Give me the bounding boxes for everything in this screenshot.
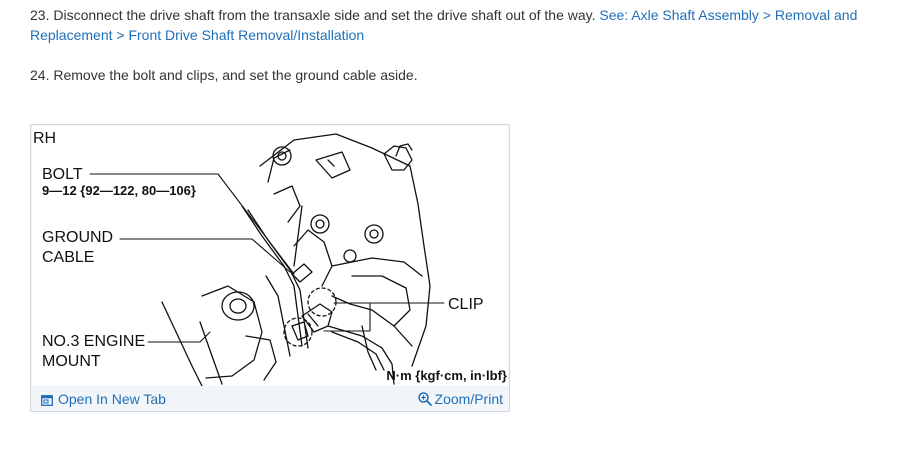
zoom-in-icon [417,392,432,406]
bolt-torque-spec: 9—12 {92—122, 80—106} [42,183,196,198]
open-in-new-tab-label: Open In New Tab [58,391,166,407]
zoom-print-button[interactable]: Zoom/Print [417,391,503,407]
clip-label: CLIP [448,296,484,313]
step-24-text: 24. Remove the bolt and clips, and set t… [30,67,418,83]
new-tab-icon [41,395,53,406]
open-in-new-tab-button[interactable]: Open In New Tab [41,391,166,407]
figure-action-bar: Open In New Tab Zoom/Print [31,387,509,411]
ground-cable-removal-diagram: RH BOLT 9—12 {92—122, 80—106} GROUND CAB… [32,126,508,386]
ground-cable-label-line1: GROUND [42,229,114,246]
engine-mount-illustration [89,133,445,386]
engine-mount-label-line1: NO.3 ENGINE [42,333,146,350]
figure-panel: RH BOLT 9—12 {92—122, 80—106} GROUND CAB… [30,124,510,412]
ground-cable-label-line2: CABLE [42,249,95,266]
engine-mount-label-line2: MOUNT [42,353,101,370]
zoom-print-label: Zoom/Print [434,391,503,407]
step-23-text: 23. Disconnect the drive shaft from the … [30,5,890,45]
bolt-label: BOLT [42,166,83,183]
step-23-instruction: 23. Disconnect the drive shaft from the … [30,7,600,23]
axle-shaft-removal-link[interactable]: See: Axle Shaft Assembly > Removal and R… [30,7,858,43]
torque-units-label: N·m {kgf·cm, in·lbf} [386,368,507,383]
rh-side-label: RH [33,130,57,147]
